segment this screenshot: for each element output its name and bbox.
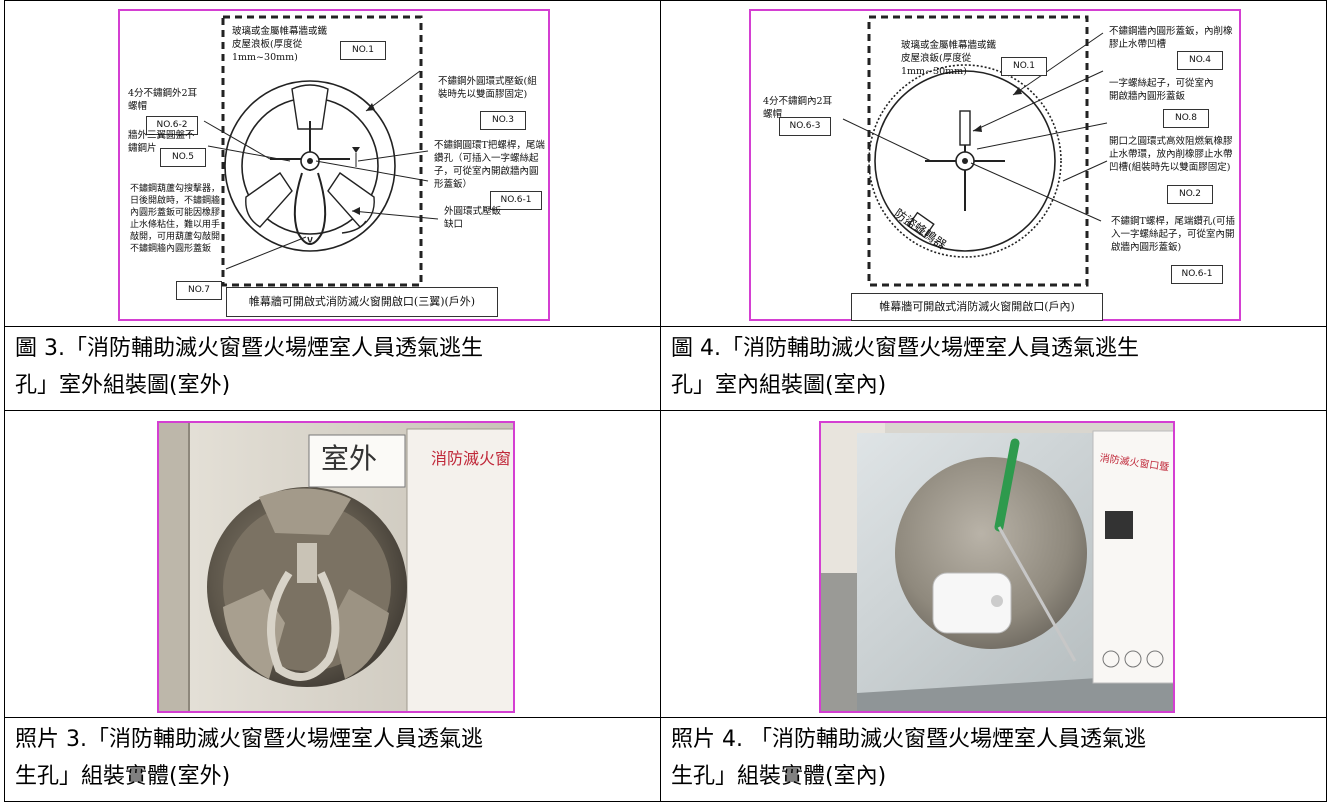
photo-3-image — [159, 423, 513, 711]
fig3-no5: NO.5 — [160, 148, 206, 167]
fig3-blade-label: 牆外三翼圓盤不鏽鋼片 — [128, 130, 195, 154]
figure-3-caption-line1: 圖 3.「消防輔助滅火窗暨火場煙室人員透氣逃生 — [15, 336, 483, 361]
fig3-gap-label: 外圓環式壓鈑缺口 — [444, 206, 502, 230]
fig4-no8: NO.8 — [1163, 109, 1209, 128]
figure-3-caption: 圖 3.「消防輔助滅火窗暨火場煙室人員透氣逃生 孔」室外組裝圖(室外) — [5, 327, 660, 410]
photo-3-cell: 室外 消防滅火窗 — [5, 411, 660, 717]
fig3-glass-label: 玻璃或金屬帷幕牆或鐵皮屋浪板(厚度從1mm~30mm) — [232, 26, 328, 63]
fig4-cover-label: 不鏽鋼牆內圓形蓋鈑，內削橡膠止水帶凹槽 — [1109, 26, 1233, 50]
photo-4-image — [821, 423, 1173, 711]
photo-4-caption-line2: 生孔」組裝實體(室內) — [671, 764, 887, 789]
fig3-hook-label: 不鏽鋼葫蘆勾搜擊器，日後開啟時，不鏽鋼牆內圓形蓋鈑可能因橡膠止水條粘住，難以用手… — [130, 184, 221, 254]
fig3-nut-label: 4分不鏽鋼外2耳螺帽 — [128, 88, 198, 112]
figure-3-diagram: 玻璃或金屬帷幕牆或鐵皮屋浪板(厚度從1mm~30mm) NO.1 4分不鏽鋼外2… — [118, 9, 550, 321]
fig4-seal-label: 開口之圓環式高效阻燃氣橡膠止水帶環，放內削橡膠止水帶凹槽(組裝時先以雙面膠固定) — [1109, 136, 1233, 173]
photo-3-sign: 室外 — [321, 442, 378, 475]
fig3-no6-1: NO.6-1 — [490, 191, 542, 210]
fig4-no6-1: NO.6-1 — [1171, 265, 1223, 284]
photo-4-caption: 照片 4. 「消防輔助滅火窗暨火場煙室人員透氣逃 生孔」組裝實體(室內) — [661, 718, 1326, 801]
photo-3-poster: 消防滅火窗 — [431, 449, 512, 468]
fig3-no3: NO.3 — [480, 111, 526, 130]
fig4-glass-label: 玻璃或金屬帷幕牆或鐵皮屋浪鈑(厚度從1mm~30mm) — [901, 40, 997, 77]
fig4-no4: NO.4 — [1177, 51, 1223, 70]
fig3-no1: NO.1 — [340, 41, 386, 60]
figure-4-caption-line1: 圖 4.「消防輔助滅火窗暨火場煙室人員透氣逃生 — [671, 336, 1139, 361]
fig4-tbolt-label: 不鏽鋼T螺桿，尾端鑽孔(可插入一字螺絲起子，可從室內開啟牆內圓形蓋鈑) — [1111, 216, 1236, 253]
figure-4-diagram: 玻璃或金屬帷幕牆或鐵皮屋浪鈑(厚度從1mm~30mm) NO.1 4分不鏽鋼內2… — [749, 9, 1241, 321]
fig4-no6-3: NO.6-3 — [779, 117, 831, 136]
photo-3-caption: 照片 3.「消防輔助滅火窗暨火場煙室人員透氣逃 生孔」組裝實體(室外) — [5, 718, 660, 801]
photo-3: 室外 消防滅火窗 — [157, 421, 515, 713]
fig3-ring-label: 不鏽鋼外圓環式壓鈑(組裝時先以雙面膠固定) — [438, 76, 537, 100]
figure-4-caption: 圖 4.「消防輔助滅火窗暨火場煙室人員透氣逃生 孔」室內組裝圖(室內) — [661, 327, 1326, 410]
photo-4: 消防滅火窗口暨 — [819, 421, 1175, 713]
figure-4-drawing — [842, 15, 1108, 287]
figure-4-cell: 玻璃或金屬帷幕牆或鐵皮屋浪鈑(厚度從1mm~30mm) NO.1 4分不鏽鋼內2… — [661, 1, 1326, 326]
fig4-no2: NO.2 — [1167, 185, 1213, 204]
fig4-nut-label: 4分不鏽鋼內2耳螺帽 — [763, 96, 833, 120]
fig3-tbolt-label: 不鏽鋼圓環T把螺桿，尾端鑽孔（可插入一字螺絲起子，可從室內開啟牆內圓形蓋鈑） — [434, 140, 545, 190]
photo-3-caption-line2: 生孔」組裝實體(室外) — [15, 764, 231, 789]
fig4-title: 帷幕牆可開啟式消防滅火窗開啟口(戶內) — [851, 293, 1103, 321]
fig3-no6-2: NO.6-2 — [146, 116, 198, 135]
photo-4-caption-line1: 照片 4. 「消防輔助滅火窗暨火場煙室人員透氣逃 — [671, 727, 1146, 752]
document-table: 玻璃或金屬帷幕牆或鐵皮屋浪板(厚度從1mm~30mm) NO.1 4分不鏽鋼外2… — [4, 0, 1327, 802]
photo-4-cell: 消防滅火窗口暨 — [661, 411, 1326, 717]
fig3-no7: NO.7 — [176, 281, 222, 300]
figure-3-caption-line2: 孔」室外組裝圖(室外) — [15, 373, 231, 398]
photo-3-caption-line1: 照片 3.「消防輔助滅火窗暨火場煙室人員透氣逃 — [15, 727, 483, 752]
fig4-no1: NO.1 — [1001, 57, 1047, 76]
figure-3-drawing — [203, 15, 439, 287]
figure-3-cell: 玻璃或金屬帷幕牆或鐵皮屋浪板(厚度從1mm~30mm) NO.1 4分不鏽鋼外2… — [5, 1, 660, 326]
figure-4-caption-line2: 孔」室內組裝圖(室內) — [671, 373, 887, 398]
fig3-title: 帷幕牆可開啟式消防滅火窗開啟口(三翼)(戶外) — [226, 287, 498, 317]
fig4-driver-label: 一字螺絲起子，可從室內開啟牆內圓形蓋鈑 — [1109, 78, 1214, 102]
